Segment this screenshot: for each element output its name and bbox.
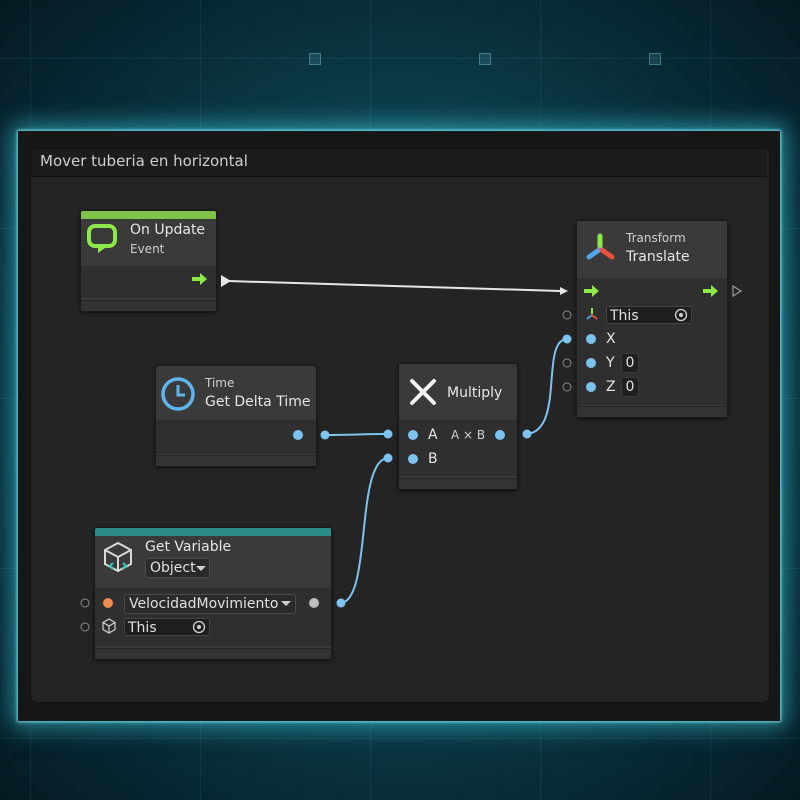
event-header-strip — [81, 211, 216, 219]
multiply-icon — [410, 379, 436, 405]
chevron-down-icon — [196, 566, 206, 571]
translate-node[interactable] — [576, 220, 728, 418]
translate-target-field[interactable]: This — [606, 306, 692, 324]
translate-x-port[interactable] — [586, 334, 596, 344]
flow-wire — [227, 280, 561, 292]
variable-name-port[interactable] — [103, 598, 113, 608]
delta-time-output-port[interactable] — [293, 430, 303, 440]
variable-target-value: This — [128, 620, 157, 636]
flow-out-arrow-icon[interactable] — [192, 273, 208, 285]
delta-time-category: Time — [205, 376, 235, 390]
variable-target-field[interactable]: This — [124, 618, 210, 636]
chevron-down-icon — [281, 601, 291, 606]
get-variable-title: Get Variable — [145, 539, 232, 555]
translate-z-port[interactable] — [586, 382, 596, 392]
delta-to-a-wire — [324, 433, 389, 436]
variable-kind-value: Object — [150, 560, 196, 576]
delta-time-title: Get Delta Time — [205, 394, 311, 410]
variable-cube-icon — [104, 541, 132, 573]
transform-small-icon — [586, 308, 598, 320]
flow-out-arrow-icon[interactable] — [703, 285, 719, 297]
translate-target-value: This — [610, 308, 639, 324]
flow-wire-arrow — [560, 287, 568, 295]
translate-x-label: X — [606, 331, 616, 347]
flow-wire-start-arrow — [221, 275, 231, 287]
variable-kind-dropdown[interactable]: Object — [145, 558, 210, 578]
translate-category: Transform — [626, 231, 686, 245]
object-picker-icon[interactable] — [674, 308, 688, 322]
graph-title: Mover tuberia en horizontal — [40, 152, 248, 170]
translate-y-field[interactable]: 0 — [621, 353, 639, 373]
variable-name-dropdown[interactable]: VelocidadMovimiento — [124, 594, 296, 614]
background-grid-node — [479, 53, 491, 65]
multiply-node[interactable] — [398, 363, 518, 490]
variable-header-strip — [95, 528, 331, 536]
translate-y-label: Y — [606, 355, 615, 371]
refresh-loop-icon — [87, 224, 117, 253]
translate-flow-out-hollow — [732, 284, 743, 298]
multiply-to-x-wire — [526, 338, 568, 435]
graph-title-bar — [31, 149, 767, 177]
get-delta-time-node[interactable] — [155, 365, 317, 467]
multiply-a-label: A — [428, 427, 438, 443]
variable-name-value: VelocidadMovimiento — [129, 596, 279, 612]
multiply-b-label: B — [428, 451, 438, 467]
translate-z-field[interactable]: 0 — [621, 377, 639, 397]
multiply-title: Multiply — [447, 385, 503, 401]
variable-output-port[interactable] — [309, 598, 319, 608]
translate-y-port[interactable] — [586, 358, 596, 368]
background-grid-node — [309, 53, 321, 65]
multiply-b-port[interactable] — [408, 454, 418, 464]
translate-title: Translate — [626, 249, 690, 265]
object-picker-icon[interactable] — [192, 620, 206, 634]
multiply-output-port[interactable] — [495, 430, 505, 440]
translate-z-label: Z — [606, 379, 616, 395]
on-update-subtitle: Event — [130, 242, 165, 256]
on-update-title: On Update — [130, 222, 206, 238]
cube-small-icon — [102, 618, 116, 634]
clock-icon — [161, 377, 195, 411]
multiply-output-label: A × B — [451, 428, 486, 442]
background-grid-node — [649, 53, 661, 65]
flow-in-arrow-icon[interactable] — [584, 285, 600, 297]
multiply-a-port[interactable] — [408, 430, 418, 440]
velocity-to-b-wire — [340, 457, 389, 604]
transform-axes-icon — [586, 233, 615, 260]
